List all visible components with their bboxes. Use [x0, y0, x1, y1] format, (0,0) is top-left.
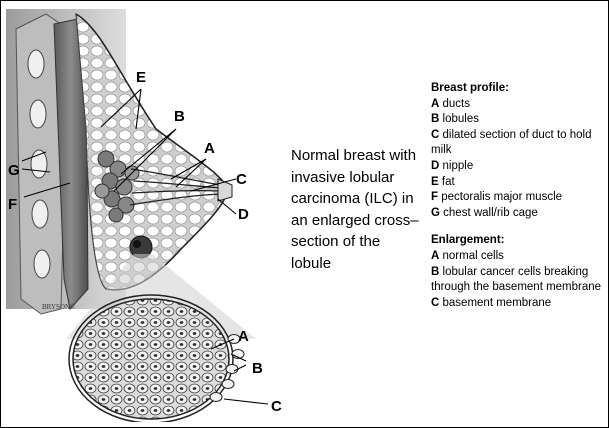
enlargement-label-B: B — [252, 360, 263, 377]
enlargement-item-c: C basement membrane — [431, 296, 606, 312]
label-G: G — [8, 162, 20, 179]
profile-item-c: C dilated section of duct to hold milk — [431, 128, 606, 159]
profile-item-g: G chest wall/rib cage — [431, 206, 606, 222]
profile-title: Breast profile: — [431, 81, 606, 97]
enlargement-label-A: A — [238, 328, 249, 345]
enlargement-title: Enlargement: — [431, 233, 606, 249]
profile-item-f: F pectoralis major muscle — [431, 190, 606, 206]
enlargement-label-C: C — [271, 398, 282, 415]
enlargement-item-a: A normal cells — [431, 249, 606, 265]
artist-credit: BRYSON© — [42, 303, 76, 311]
label-A: A — [204, 140, 215, 157]
enlarged-lobule — [73, 299, 229, 419]
profile-item-e: E fat — [431, 175, 606, 191]
label-D: D — [238, 206, 249, 223]
legend: Breast profile: A ducts B lobules C dila… — [431, 81, 606, 311]
profile-item-a: A ducts — [431, 97, 606, 113]
label-E: E — [136, 69, 146, 86]
profile-item-b: B lobules — [431, 112, 606, 128]
enlargement-item-b: B lobular cancer cells breaking through … — [431, 265, 606, 296]
label-B: B — [174, 108, 185, 125]
profile-item-d: D nipple — [431, 159, 606, 175]
breast-anatomy-illustration: E B A C D G F A B C BRYSON© — [6, 9, 286, 422]
label-C: C — [236, 171, 247, 188]
label-F: F — [8, 196, 17, 213]
caption: Normal breast with invasive lobular carc… — [291, 145, 421, 274]
